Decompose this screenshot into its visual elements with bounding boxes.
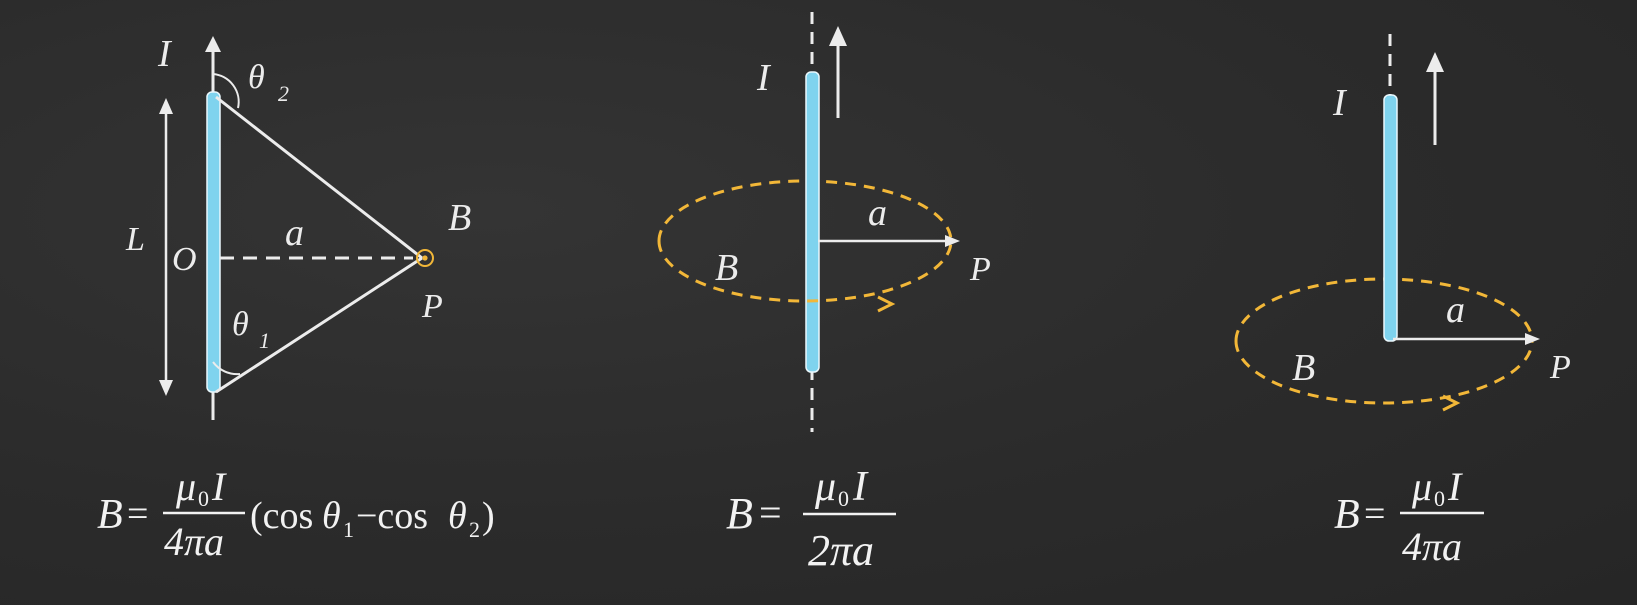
semi-infinite-wire bbox=[1383, 94, 1398, 342]
field-loop-front bbox=[1234, 340, 1534, 405]
formula-semi-infinite-wire: B = μ 0 I 4πa bbox=[1334, 464, 1484, 569]
formula-minus-cos: −cos bbox=[356, 495, 428, 537]
formula-current: I bbox=[1447, 464, 1463, 509]
formula-theta2-sub: 2 bbox=[469, 517, 480, 542]
label-theta1-sub: 1 bbox=[259, 328, 270, 353]
formula-mu: μ bbox=[814, 464, 836, 510]
formula-equals: = bbox=[759, 490, 782, 535]
formula-close-paren: ) bbox=[482, 495, 495, 537]
label-point: P bbox=[969, 251, 991, 288]
radius-arrowhead-icon bbox=[1525, 333, 1540, 345]
formula-mu-sub: 0 bbox=[838, 486, 849, 511]
current-arrowhead-icon bbox=[1426, 52, 1444, 72]
formula-theta2: θ bbox=[448, 495, 467, 537]
label-point: P bbox=[1549, 349, 1571, 386]
formula-mu: μ bbox=[175, 464, 196, 509]
formula-cos-open: (cos bbox=[250, 495, 313, 537]
label-point: P bbox=[421, 288, 443, 325]
formula-current: I bbox=[852, 464, 869, 510]
panel-finite-wire: I θ 2 L O a B P θ 1 B = μ 0 I 4πa (cos θ… bbox=[97, 33, 495, 564]
formula-mu: μ bbox=[1411, 464, 1432, 509]
length-arrow-up-icon bbox=[159, 98, 173, 114]
formula-lhs: B bbox=[726, 489, 753, 538]
bottom-line-to-p bbox=[215, 256, 423, 394]
formula-infinite-wire: B = μ 0 I 2πa bbox=[726, 464, 896, 575]
label-current: I bbox=[157, 33, 173, 75]
label-field: B bbox=[715, 247, 738, 289]
field-loop-back bbox=[657, 179, 953, 242]
label-theta2-sub: 2 bbox=[278, 81, 289, 106]
formula-finite-wire: B = μ 0 I 4πa (cos θ 1 −cos θ 2 ) bbox=[97, 464, 495, 564]
formula-equals: = bbox=[1364, 493, 1385, 535]
current-arrowhead-icon bbox=[205, 36, 221, 52]
field-loop-front bbox=[657, 240, 953, 303]
formula-denominator: 4πa bbox=[1402, 524, 1462, 569]
label-distance: a bbox=[285, 212, 304, 254]
field-out-of-page-icon bbox=[416, 249, 434, 267]
field-direction-arrow-icon bbox=[877, 295, 896, 313]
label-length: L bbox=[125, 221, 145, 258]
panel-infinite-wire: I a B P B = μ 0 I 2πa bbox=[657, 12, 991, 575]
formula-lhs: B bbox=[1334, 492, 1360, 538]
theta1-arc bbox=[212, 361, 241, 376]
formula-theta1: θ bbox=[322, 495, 341, 537]
formula-denominator: 2πa bbox=[808, 526, 874, 575]
infinite-wire bbox=[805, 71, 820, 373]
label-theta1: θ bbox=[232, 306, 249, 343]
label-field: B bbox=[448, 197, 471, 239]
current-arrowhead-icon bbox=[829, 26, 847, 46]
label-theta2: θ bbox=[248, 59, 265, 96]
formula-current: I bbox=[211, 464, 227, 509]
label-current: I bbox=[1332, 82, 1348, 124]
label-current: I bbox=[756, 57, 772, 99]
length-arrow-down-icon bbox=[159, 380, 173, 396]
label-field: B bbox=[1292, 347, 1315, 389]
top-line-to-p bbox=[215, 95, 423, 260]
label-distance: a bbox=[1446, 289, 1465, 331]
theta2-arc bbox=[212, 73, 240, 109]
finite-wire bbox=[206, 91, 221, 393]
formula-mu-sub: 0 bbox=[1434, 486, 1445, 511]
field-direction-arrow-icon bbox=[1442, 394, 1461, 412]
formula-mu-sub: 0 bbox=[198, 486, 209, 511]
formula-theta1-sub: 1 bbox=[343, 517, 354, 542]
formula-lhs: B bbox=[97, 492, 123, 538]
formula-denominator: 4πa bbox=[164, 519, 224, 564]
formula-equals: = bbox=[127, 493, 148, 535]
radius-arrowhead-icon bbox=[945, 235, 960, 247]
panel-semi-infinite-wire: I a B P B = μ 0 I 4πa bbox=[1234, 34, 1571, 569]
label-origin: O bbox=[172, 241, 197, 278]
label-distance: a bbox=[868, 192, 887, 234]
